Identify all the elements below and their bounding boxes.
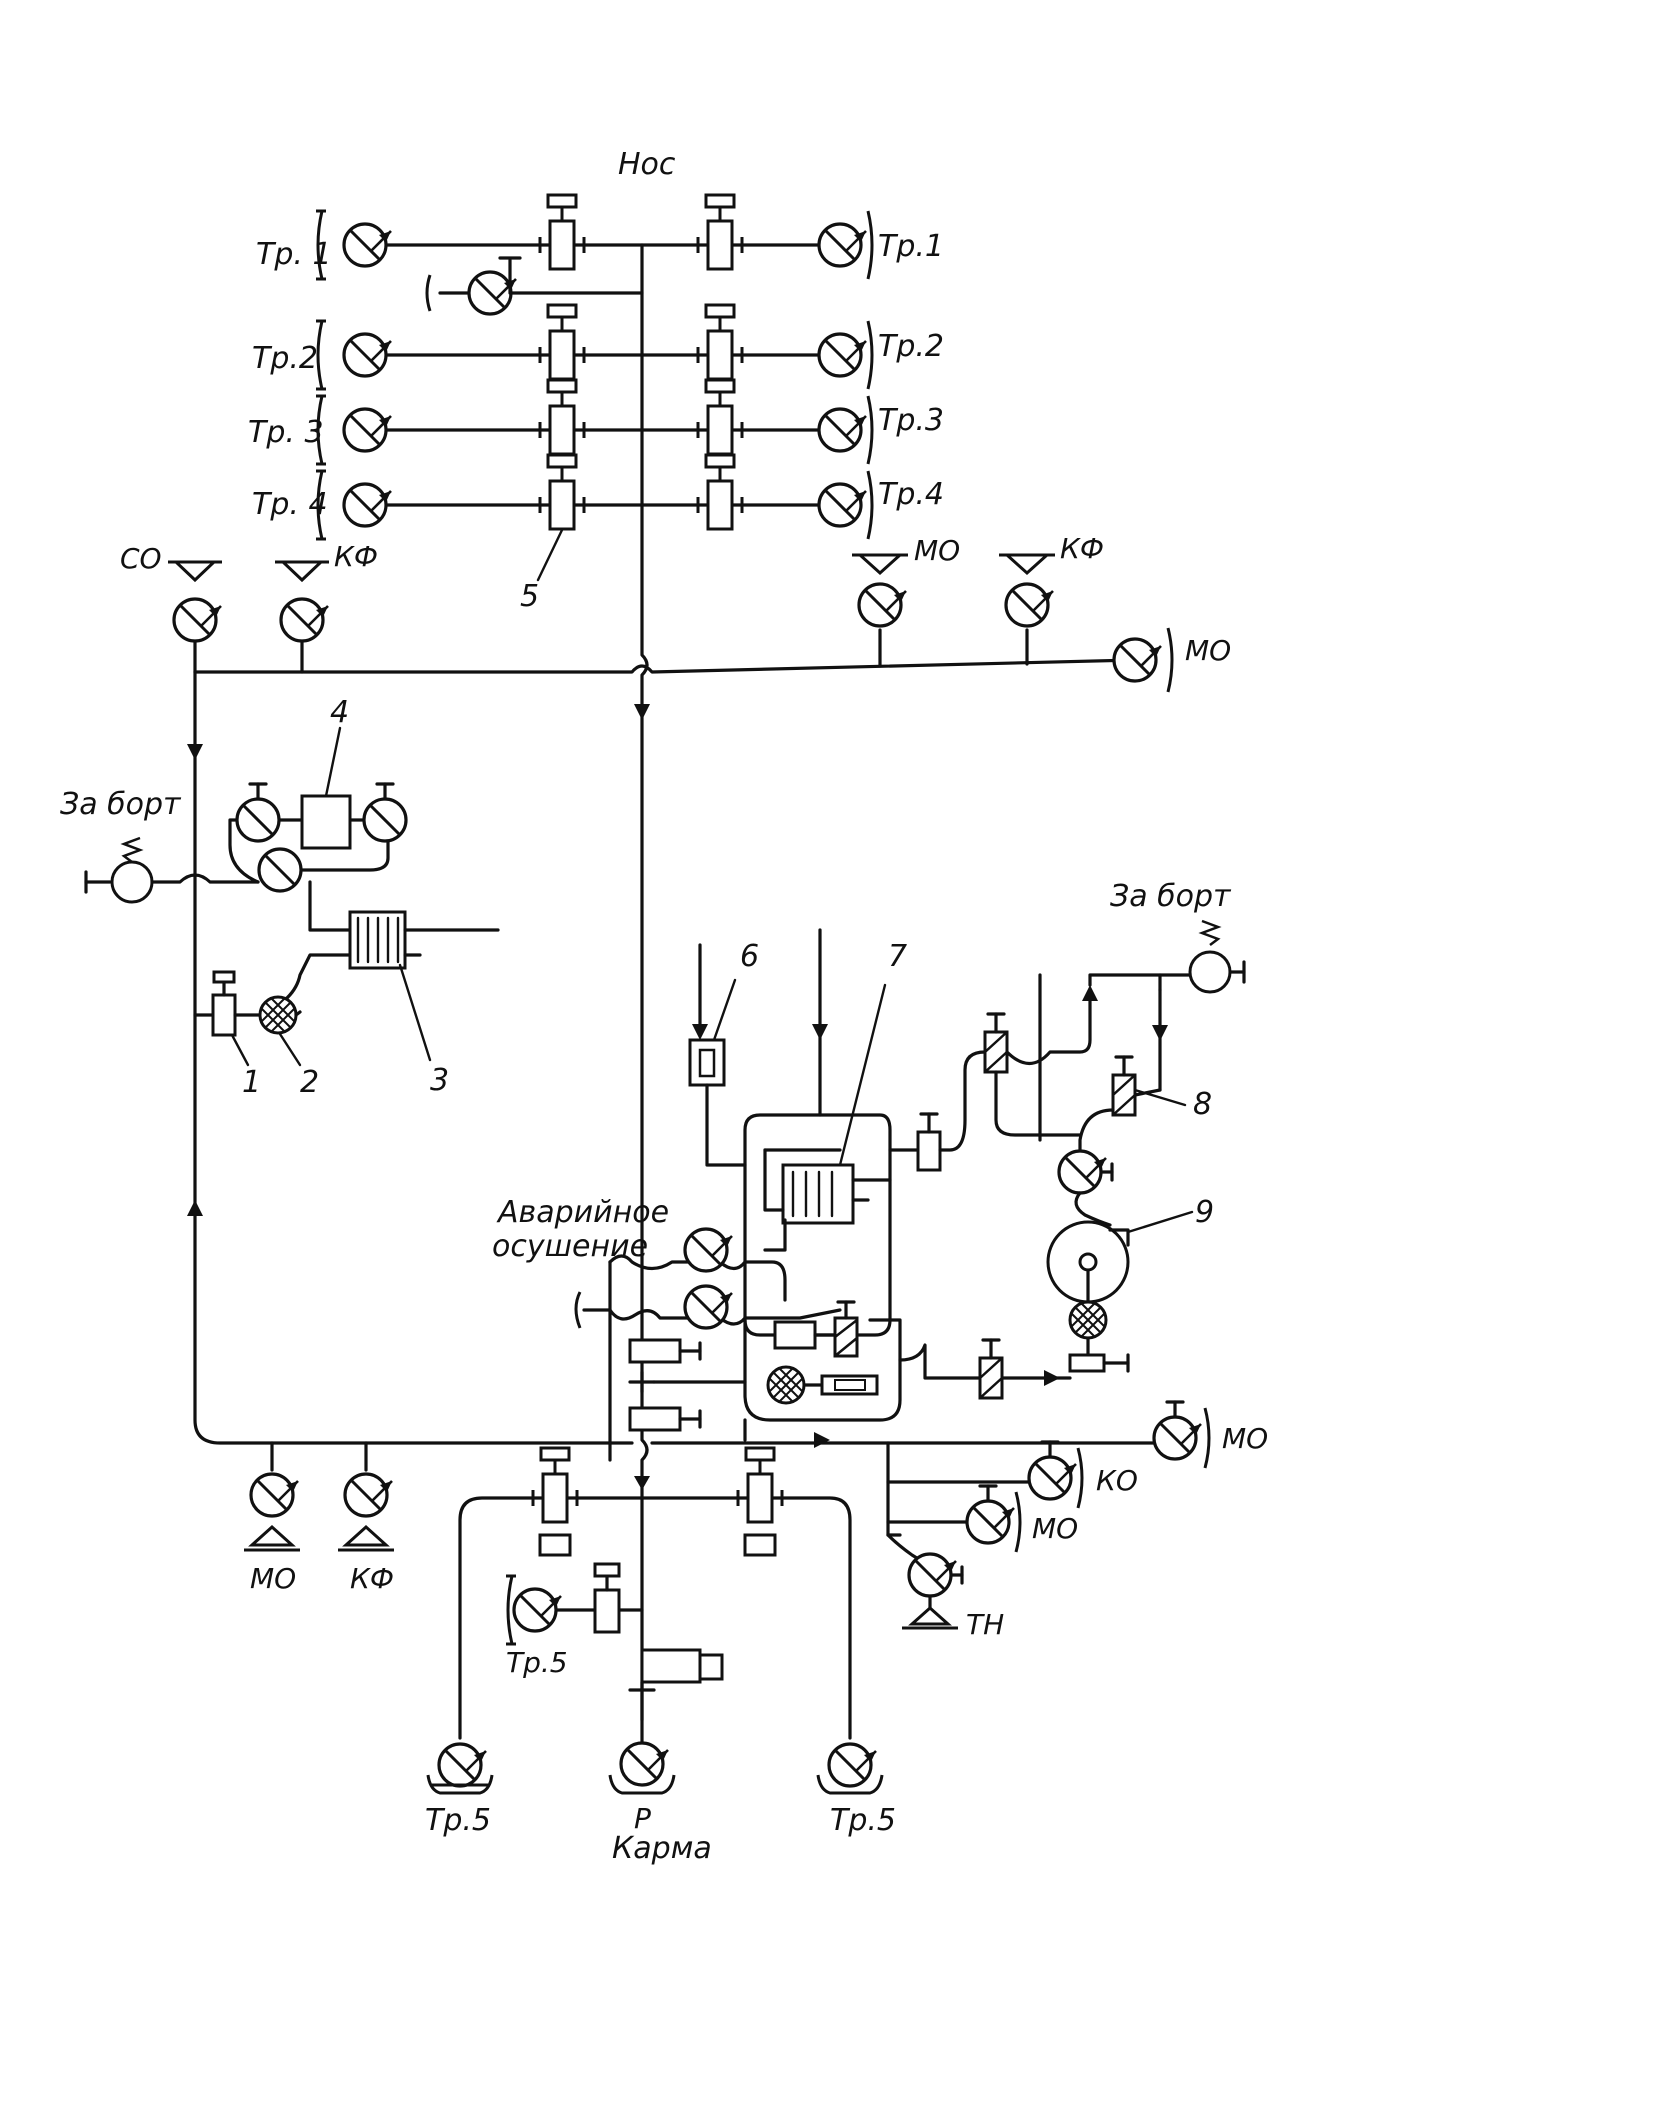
label-mo-top: МО	[914, 534, 960, 567]
label-tr5-mid: Тр.5	[506, 1646, 568, 1679]
unit-8-9: 8 9	[983, 973, 1214, 1386]
label-avariynoe-1: Аварийное	[496, 1195, 669, 1230]
mo-kf-branches-lower-left: МО КФ	[244, 1441, 394, 1595]
kf-branch-top: КФ	[275, 540, 378, 674]
bow-branch-tr1	[314, 193, 874, 281]
upper-collector	[193, 658, 1137, 674]
label-tr4-right: Тр.4	[878, 477, 944, 512]
kf-branch-top-right: КФ	[999, 532, 1104, 666]
emergency-drainage	[574, 1218, 902, 1422]
label-nos: Нос	[618, 147, 676, 182]
mo-branch-right-end: МО	[1112, 627, 1231, 693]
unit-6: 6	[688, 939, 759, 1167]
bow-branch-tr4	[314, 453, 874, 541]
label-kf-top-right: КФ	[1060, 532, 1104, 565]
bow-branch-tr2	[314, 303, 874, 391]
aft-section: Тр.5 Тр.5 Тр.5 Р Карма	[425, 1446, 896, 1866]
callout-3: 3	[430, 1063, 449, 1098]
label-tr1-left: Тр. 1	[256, 237, 332, 272]
label-tr2-left: Тр.2	[252, 341, 318, 376]
label-kf-lower-left: КФ	[350, 1562, 394, 1595]
label-mo-lower-mid: МО	[1032, 1512, 1078, 1545]
callout-6: 6	[740, 939, 759, 974]
lower-right-components	[766, 1300, 1004, 1405]
mo-branch-top: МО	[852, 534, 960, 668]
callout-9: 9	[1195, 1195, 1214, 1230]
label-karma: Карма	[612, 1831, 712, 1866]
label-avariynoe-2: осушение	[492, 1229, 648, 1264]
label-tr5-left: Тр.5	[425, 1803, 491, 1838]
label-mo-right-end: МО	[1185, 634, 1231, 667]
label-tr4-left: Тр. 4	[252, 487, 328, 522]
label-tn: ТН	[966, 1608, 1004, 1641]
so-branch: СО	[120, 542, 223, 674]
callout-1: 1	[242, 1065, 261, 1100]
label-tr2-right: Тр.2	[878, 329, 944, 364]
left-return-line	[193, 670, 634, 1445]
label-tr3-left: Тр. 3	[248, 415, 324, 450]
label-za-bort-left: За борт	[60, 787, 182, 822]
label-ko: КО	[1096, 1464, 1138, 1497]
unit-4-cluster: 4	[228, 695, 408, 893]
callout-5: 5	[520, 579, 539, 614]
mo-branch-lower-right: МО	[1152, 1400, 1268, 1469]
bow-branch-tr3	[314, 378, 874, 466]
overboard-left	[84, 836, 260, 904]
callout-2: 2	[300, 1065, 319, 1100]
unit-1-2: 1 2	[193, 970, 319, 1100]
callout-8: 8	[1193, 1087, 1212, 1122]
label-r: Р	[634, 1802, 651, 1835]
pump-3-cluster: 3	[258, 880, 500, 1098]
main-bilge-line	[640, 243, 649, 1722]
label-mo-lower-left: МО	[250, 1562, 296, 1595]
unit-7-block: 7	[743, 928, 987, 1337]
label-tr3-right: Тр.3	[878, 403, 944, 438]
bow-branch-tr1-extra	[425, 256, 644, 316]
label-kf-top: КФ	[334, 540, 378, 573]
overboard-right	[1188, 919, 1246, 994]
main-line-gates	[608, 1308, 830, 1462]
label-so: СО	[120, 542, 162, 575]
callout-7: 7	[888, 939, 907, 974]
callout-4: 4	[330, 695, 349, 730]
ko-mo-tn-branches: КО МО ТН	[886, 1440, 1138, 1641]
label-tr1-right: Тр.1	[878, 229, 944, 264]
label-mo-lower-right: МО	[1222, 1422, 1268, 1455]
label-tr5-right: Тр.5	[830, 1803, 896, 1838]
label-za-bort-right: За борт	[1110, 879, 1232, 914]
